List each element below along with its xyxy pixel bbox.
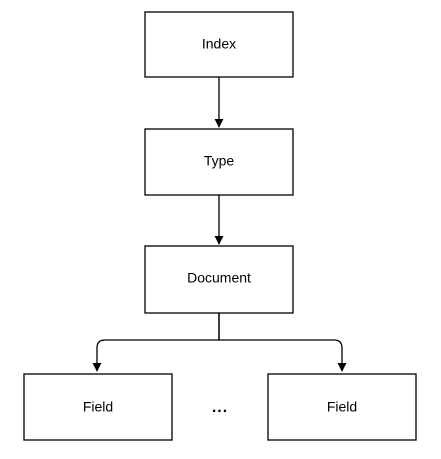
node-field-left: Field	[23, 373, 173, 441]
node-type-label: Type	[204, 153, 235, 169]
ellipsis-label: ...	[212, 399, 228, 416]
node-document-label: Document	[187, 270, 251, 286]
node-type: Type	[144, 128, 294, 196]
node-field-left-label: Field	[83, 399, 113, 415]
edge-document-to-field-right	[218, 313, 347, 372]
node-index-label: Index	[202, 36, 236, 52]
node-document: Document	[144, 245, 294, 314]
edge-document-to-field-left	[92, 313, 220, 372]
node-field-right: Field	[267, 373, 417, 441]
node-index: Index	[144, 11, 294, 78]
node-field-right-label: Field	[327, 399, 357, 415]
